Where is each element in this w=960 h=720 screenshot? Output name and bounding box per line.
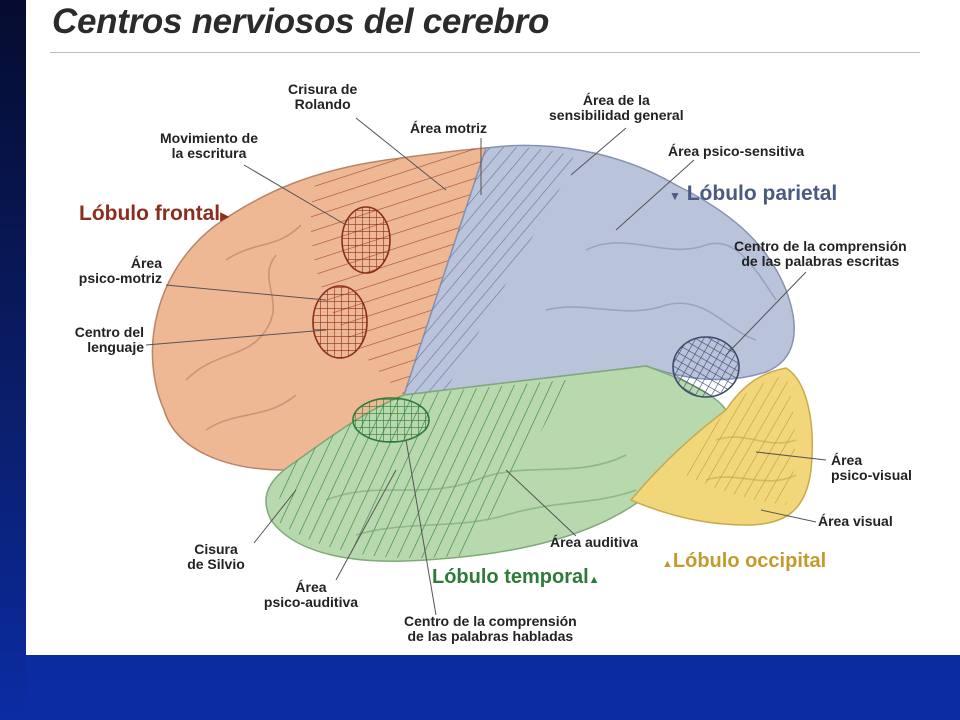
label-crisura-rolando: Crisura de Rolando <box>288 82 357 112</box>
spoken-words-center <box>352 397 430 443</box>
triangle-right-icon: ▶ <box>220 209 230 223</box>
lobe-temporal-text: Lóbulo temporal <box>432 566 589 588</box>
label-psico-auditiva-line2: psico-auditiva <box>263 594 359 610</box>
lobe-temporal-label: Lóbulo temporal▲ <box>432 565 600 592</box>
parietal-sensory-hatch <box>404 147 576 395</box>
triangle-up-icon: ▲ <box>662 558 673 570</box>
label-movimiento-line2: la escritura <box>171 145 247 161</box>
left-blue-bar <box>0 0 26 720</box>
label-crisura-rolando-line1: Crisura de <box>288 81 358 97</box>
lobe-occipital-label: ▲Lóbulo occipital <box>662 549 826 576</box>
leader-lines <box>145 117 827 616</box>
written-words-center <box>672 336 740 398</box>
label-movimiento-escritura: Movimiento de la escritura <box>160 131 258 161</box>
label-area-visual: Área visual <box>818 513 893 529</box>
label-sensibilidad-line2: sensibilidad general <box>549 107 684 123</box>
label-sensibilidad-line1: Área de la <box>582 92 650 108</box>
label-psico-motriz: Área psico-motriz <box>54 256 162 286</box>
lobe-parietal-label: ▼ Lóbulo parietal <box>669 182 837 208</box>
label-psico-auditiva-line1: Área <box>295 579 327 595</box>
label-psico-sensitiva: Área psico-sensitiva <box>668 143 805 159</box>
label-lenguaje-line1: Centro del <box>74 324 144 340</box>
title-divider <box>50 52 920 53</box>
label-cisura-silvio: Cisura de Silvio <box>178 542 254 572</box>
writing-movement-center <box>341 206 391 274</box>
label-comp-habladas-line2: de las palabras habladas <box>407 628 574 644</box>
label-comp-escritas-line1: Centro de la comprensión <box>734 238 907 254</box>
occipital-visual-hatch <box>686 375 795 505</box>
slide-title: Centros nerviosos del cerebro <box>52 2 550 41</box>
label-silvio-line2: de Silvio <box>187 556 245 572</box>
label-psico-motriz-line1: Área <box>130 255 162 271</box>
triangle-up-icon: ▲ <box>588 574 600 586</box>
label-sensibilidad-general: Área de la sensibilidad general <box>549 93 684 123</box>
label-psico-visual: Área psico-visual <box>831 453 912 483</box>
label-psico-visual-line2: psico-visual <box>831 467 912 483</box>
lobe-occipital-text: Lóbulo occipital <box>672 550 827 572</box>
brain-folds <box>185 224 797 536</box>
label-crisura-rolando-line2: Rolando <box>294 96 351 112</box>
label-comp-escritas-line2: de las palabras escritas <box>741 253 900 269</box>
language-center <box>312 285 368 359</box>
label-psico-visual-line1: Área <box>831 452 863 468</box>
temporal-auditory-hatch <box>276 380 566 559</box>
slide-canvas: Centros nerviosos del cerebro <box>26 0 960 655</box>
label-silvio-line1: Cisura <box>194 541 238 557</box>
label-movimiento-line1: Movimiento de <box>160 130 259 146</box>
lobe-parietal-text: Lóbulo parietal <box>686 182 838 205</box>
label-comp-habladas-line1: Centro de la comprensión <box>404 613 577 629</box>
brain-diagram <box>145 117 827 616</box>
triangle-down-icon: ▼ <box>669 189 681 203</box>
lobe-frontal-text: Lóbulo frontal <box>79 202 221 225</box>
label-centro-lenguaje: Centro del lenguaje <box>44 325 144 355</box>
label-area-motriz: Área motriz <box>410 120 488 136</box>
label-psico-motriz-line2: psico-motriz <box>78 270 162 286</box>
label-comprension-escritas: Centro de la comprensión de las palabras… <box>734 239 907 269</box>
lobe-frontal-label: Lóbulo frontal▶ <box>79 202 229 228</box>
label-lenguaje-line2: lenguaje <box>87 339 144 355</box>
label-psico-auditiva: Área psico-auditiva <box>256 580 366 610</box>
label-comprension-habladas: Centro de la comprensión de las palabras… <box>404 614 577 644</box>
label-area-auditiva: Área auditiva <box>550 534 638 550</box>
